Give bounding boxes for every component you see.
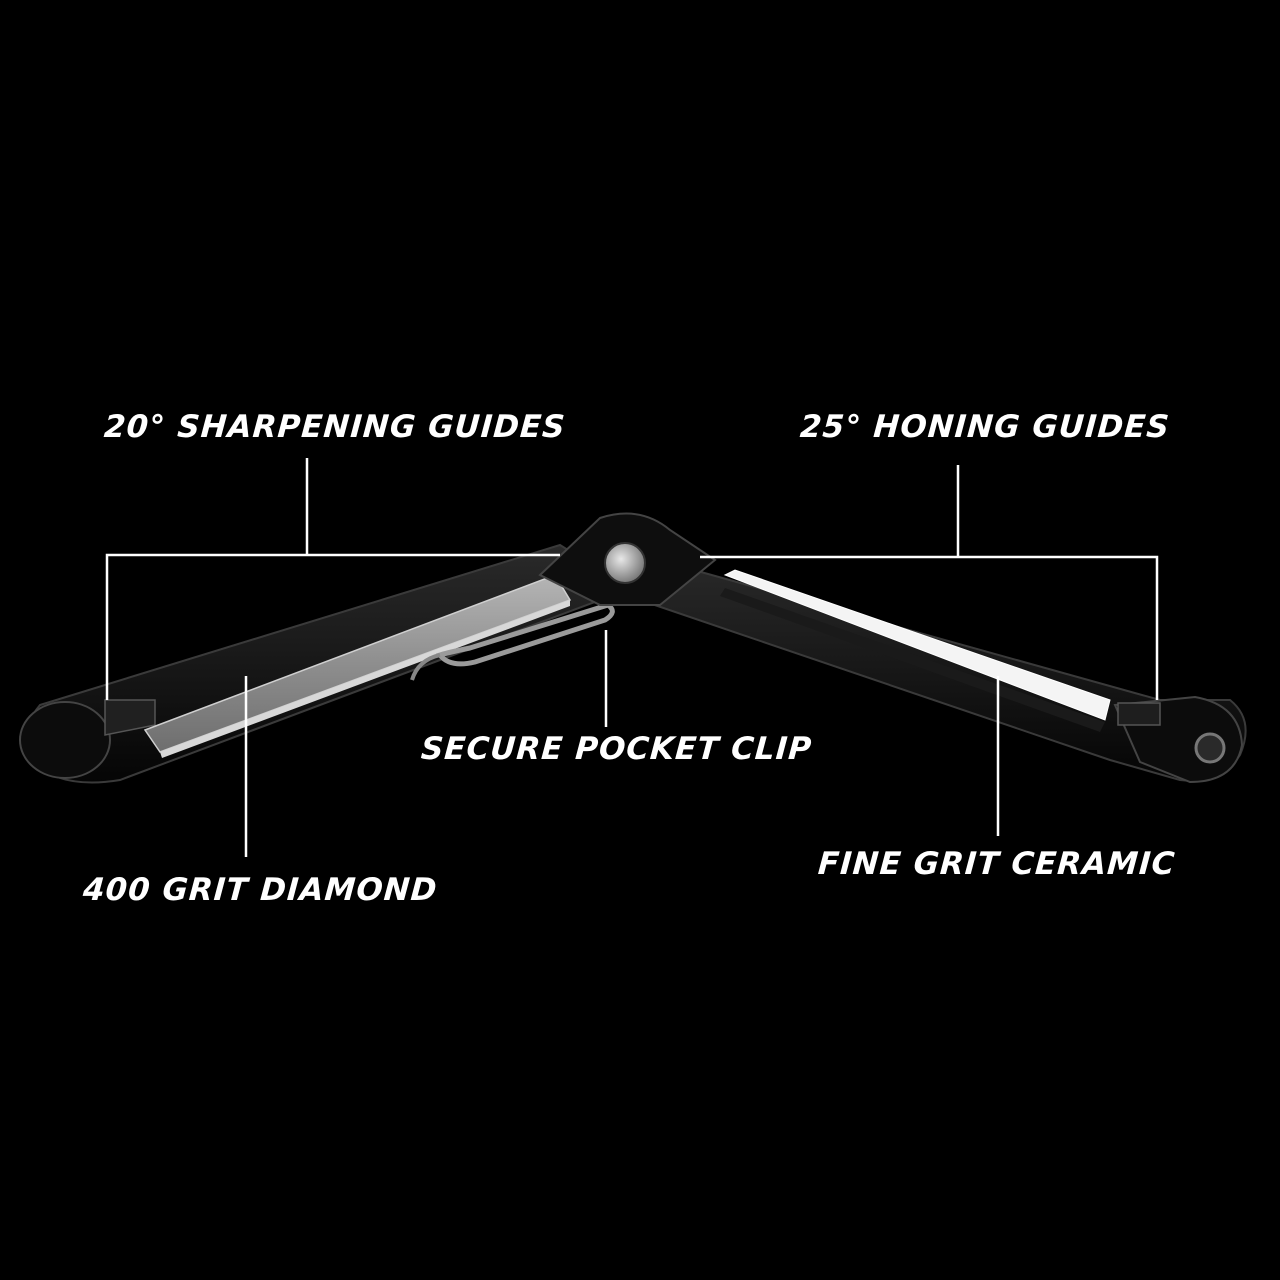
pocket-clip [410,602,615,681]
right-arm [639,553,1247,784]
leader-lines [105,458,1159,857]
ceramic-rod [723,569,1111,721]
pivot-pin [604,542,646,584]
lanyard-hole [1194,732,1226,764]
left-arm [19,543,601,784]
pivot-hinge [538,512,717,606]
callout-sharpening-guides: 20° SHARPENING GUIDES [102,409,567,445]
callout-pocket-clip: SECURE POCKET CLIP [419,731,814,767]
callout-diamond: 400 GRIT DIAMOND [81,872,439,908]
callout-honing-guides: 25° HONING GUIDES [798,409,1172,445]
leader-sharpening [105,458,560,700]
leader-honing [700,465,1159,700]
callout-ceramic: FINE GRIT CERAMIC [816,846,1177,882]
